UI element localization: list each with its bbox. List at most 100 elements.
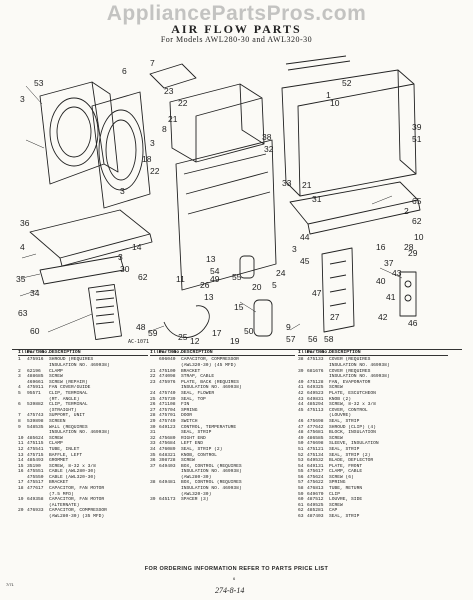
part-description: INSULATION NO. 469938) [329,363,390,368]
ill-number: 9 [18,424,21,430]
part-description: TUBE, INLET [49,446,80,452]
ill-number: 3 [18,374,21,380]
callout-number: 35 [16,274,26,284]
part-number: 475911 [27,385,44,391]
callout-number: 27 [330,312,340,322]
part-description: CLIP [329,491,341,497]
part-number: 485624 [27,435,44,441]
part-number: 487512 [307,497,324,503]
callout-number: 57 [286,334,296,344]
part-number: 475113 [307,407,324,413]
part-description: SUPPORT, UNIT [49,413,85,419]
part-number: 648321 [159,452,176,458]
part-description: (7.5 MFD) [49,491,74,497]
parts-row: (ALTERNATE) [18,503,148,509]
ill-number: 36 [150,458,156,464]
part-description: PLATE, BACK (REQUIRES [181,379,239,385]
ill-number: 50 [298,441,304,447]
part-description: INSULATION NO. 469938) [49,363,110,368]
part-description: COVER (REQUIRES [329,368,371,374]
callout-number: 9 [286,322,291,332]
ill-number: 23 [150,379,156,385]
part-number: 35190 [27,463,41,469]
callout-number: 58 [324,334,334,344]
part-number: 475704 [159,407,176,413]
ill-number: 12 [18,446,24,452]
screen-part [88,283,122,341]
callout-number: 29 [408,248,418,258]
ill-number: 8 [18,418,21,424]
part-description: CAPACITOR, FAN MOTOR [49,486,105,492]
callout-number: 21 [168,114,178,124]
part-description: CONTROL, TEMPERATURE [181,424,237,430]
part-description: SHROUD (REQUIRES [49,357,94,363]
part-header: Part No. [159,350,183,355]
part-description: (ALTERNATE) [49,502,80,508]
ill-number: 31 [150,430,156,436]
ill-number: 33 [150,441,156,447]
callout-number: 20 [252,282,262,292]
part-number: 475133 [307,357,324,363]
desc-header: DESCRIPTION [181,350,213,355]
ill-number: 10 [18,435,24,441]
callout-number: 54 [210,266,220,276]
callout-number: 55 [232,272,242,282]
callout-number: 3 [292,244,297,254]
ill-number: 43 [298,396,304,402]
ill-number: 40 [298,379,304,385]
part-number [27,514,49,520]
parts-row: (LOUVRE) [298,413,448,419]
part-description: GROMMET [49,458,69,464]
parts-row: (AWL280-30) [150,475,295,481]
part-description: SCREW, 8-32 x 3/8 [329,402,376,408]
part-description: SEAL, TOP [181,396,206,402]
callout-number: 36 [20,218,30,228]
part-number: 475622 [307,480,324,486]
part-description: SCREW (6) [329,474,354,480]
ill-number: 16 [18,469,24,475]
part-description: CABLE (AWL320-30) [49,474,96,480]
part-description: TUBE, RETURN [329,486,363,492]
part-number: 475916 [27,357,44,363]
callout-number: 5 [272,280,277,290]
parts-row: (AWL320-30) (45 MFD) [150,363,295,369]
part-number: 475715 [27,452,44,458]
callout-number: 4 [20,242,25,252]
callout-number: 52 [342,78,352,88]
part-number: 649481 [159,480,176,486]
corner-mark: 7/71 [6,582,14,587]
ill-number: 38 [150,480,156,486]
callout-number: 33 [282,178,292,188]
part-description: BRACKET [49,480,69,486]
parts-row: INSULATION NO. 469938) [18,363,148,369]
callout-number: 10 [414,232,424,242]
callout-number: 13 [206,254,216,264]
ill-number: 26 [150,402,156,408]
part-number: 485281 [307,508,324,514]
callout-number: 3 [20,94,25,104]
callout-number: 31 [312,194,322,204]
part-number: 471108 [159,402,176,408]
ill-number: 44 [298,402,304,408]
part-number: 95571 [27,390,41,396]
unit-support-part [149,63,197,89]
